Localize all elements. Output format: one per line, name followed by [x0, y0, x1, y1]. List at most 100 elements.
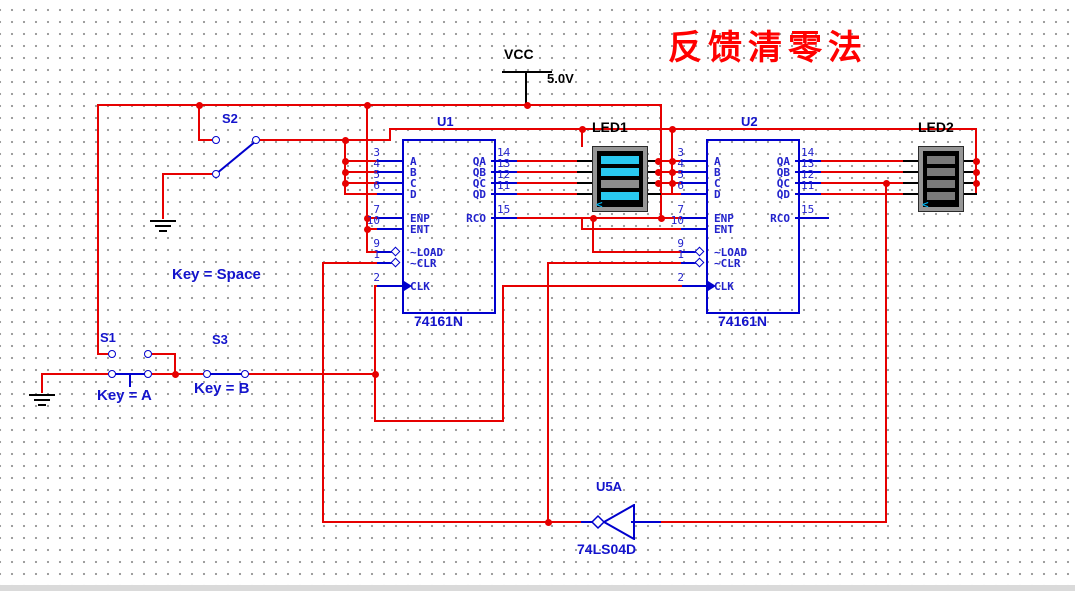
pin-number: 5	[677, 168, 684, 181]
pin-number: 12	[497, 168, 511, 181]
wire-segment	[41, 373, 108, 375]
wire-segment	[366, 104, 368, 253]
pin-stub	[682, 285, 707, 287]
component-lead	[963, 171, 977, 173]
wire-segment	[502, 285, 504, 422]
wire-segment	[198, 104, 200, 141]
component-lead	[963, 182, 977, 184]
wire-segment	[581, 228, 683, 230]
junction-dot	[973, 169, 980, 176]
wire-segment	[198, 139, 212, 141]
pin-number: 11	[497, 179, 511, 192]
switch-contact[interactable]	[144, 350, 152, 358]
inversion-bubble-icon	[694, 246, 705, 257]
pin-number: 6	[373, 179, 380, 192]
led-segment	[601, 180, 639, 188]
label-key-b: Key = B	[194, 380, 250, 397]
pin-label: ~CLR	[714, 257, 741, 270]
chip-ref-u1: U1	[437, 114, 454, 129]
pin-stub	[581, 521, 593, 523]
switch-contact[interactable]	[212, 170, 220, 178]
junction-dot	[669, 180, 676, 187]
switch-contact[interactable]	[212, 136, 220, 144]
wire-segment	[97, 353, 108, 355]
component-lead	[577, 160, 593, 162]
pin-label: QD	[776, 188, 790, 201]
led-segment	[927, 192, 955, 200]
chip-u1[interactable]	[402, 139, 496, 314]
junction-dot	[372, 371, 379, 378]
wire-segment	[344, 182, 379, 184]
component-lead	[577, 193, 593, 195]
led-segment	[927, 156, 955, 164]
component-lead	[647, 171, 659, 173]
pin-number: 7	[373, 203, 380, 216]
junction-dot	[342, 137, 349, 144]
wire-segment	[374, 420, 504, 422]
wire-segment	[344, 139, 346, 195]
pin-label: QB	[776, 166, 790, 179]
ground-icon	[155, 225, 171, 227]
wire-segment	[344, 193, 379, 195]
junction-dot	[524, 102, 531, 109]
wire-segment	[344, 171, 379, 173]
junction-dot	[545, 519, 552, 526]
wire-segment	[819, 171, 905, 173]
junction-dot	[590, 215, 597, 222]
switch-contact[interactable]	[108, 350, 116, 358]
label-s3: S3	[212, 332, 228, 347]
wire-segment	[502, 285, 684, 287]
pin-label: C	[410, 177, 417, 190]
wire-segment	[152, 353, 176, 355]
pin-stub	[795, 182, 821, 184]
pin-stub	[681, 217, 707, 219]
pin-label: QA	[776, 155, 790, 168]
pin-label: ENP	[410, 212, 430, 225]
led-cursor-icon: <	[596, 198, 603, 211]
junction-dot	[973, 180, 980, 187]
inversion-bubble-icon	[390, 257, 401, 268]
wire-segment	[515, 171, 579, 173]
wire-segment	[592, 217, 594, 253]
pin-label: RCO	[770, 212, 790, 225]
pin-number: 3	[373, 146, 380, 159]
switch-contact[interactable]	[252, 136, 260, 144]
label-s1: S1	[100, 330, 116, 345]
pin-label: D	[714, 188, 721, 201]
pin-stub	[129, 373, 131, 387]
wire-segment	[344, 160, 379, 162]
pin-stub	[377, 160, 403, 162]
wire-segment	[819, 160, 905, 162]
pin-number: 9	[373, 237, 380, 250]
pin-stub	[681, 160, 707, 162]
label-key-space: Key = Space	[172, 266, 261, 283]
pin-stub	[681, 262, 697, 264]
junction-dot	[883, 180, 890, 187]
pin-stub	[377, 262, 393, 264]
pin-number: 14	[801, 146, 815, 159]
component-lead	[525, 71, 527, 105]
pin-stub	[795, 217, 829, 219]
pin-stub	[631, 521, 661, 523]
pin-stub	[377, 182, 403, 184]
wire-segment	[374, 285, 376, 422]
junction-dot	[669, 158, 676, 165]
pin-stub	[215, 140, 257, 175]
window-edge	[0, 585, 1075, 591]
switch-contact[interactable]	[241, 370, 249, 378]
pin-label: QC	[472, 177, 486, 190]
pin-number: 1	[677, 248, 684, 261]
junction-dot	[364, 215, 371, 222]
chip-u2[interactable]	[706, 139, 800, 314]
switch-contact[interactable]	[203, 370, 211, 378]
pin-number: 1	[373, 248, 380, 261]
pin-stub	[491, 182, 517, 184]
ground-icon	[159, 230, 167, 232]
pin-number: 10	[366, 214, 380, 227]
wire-segment	[174, 353, 176, 375]
switch-contact[interactable]	[108, 370, 116, 378]
wire-segment	[819, 182, 905, 184]
led-segment	[927, 180, 955, 188]
switch-contact[interactable]	[144, 370, 152, 378]
